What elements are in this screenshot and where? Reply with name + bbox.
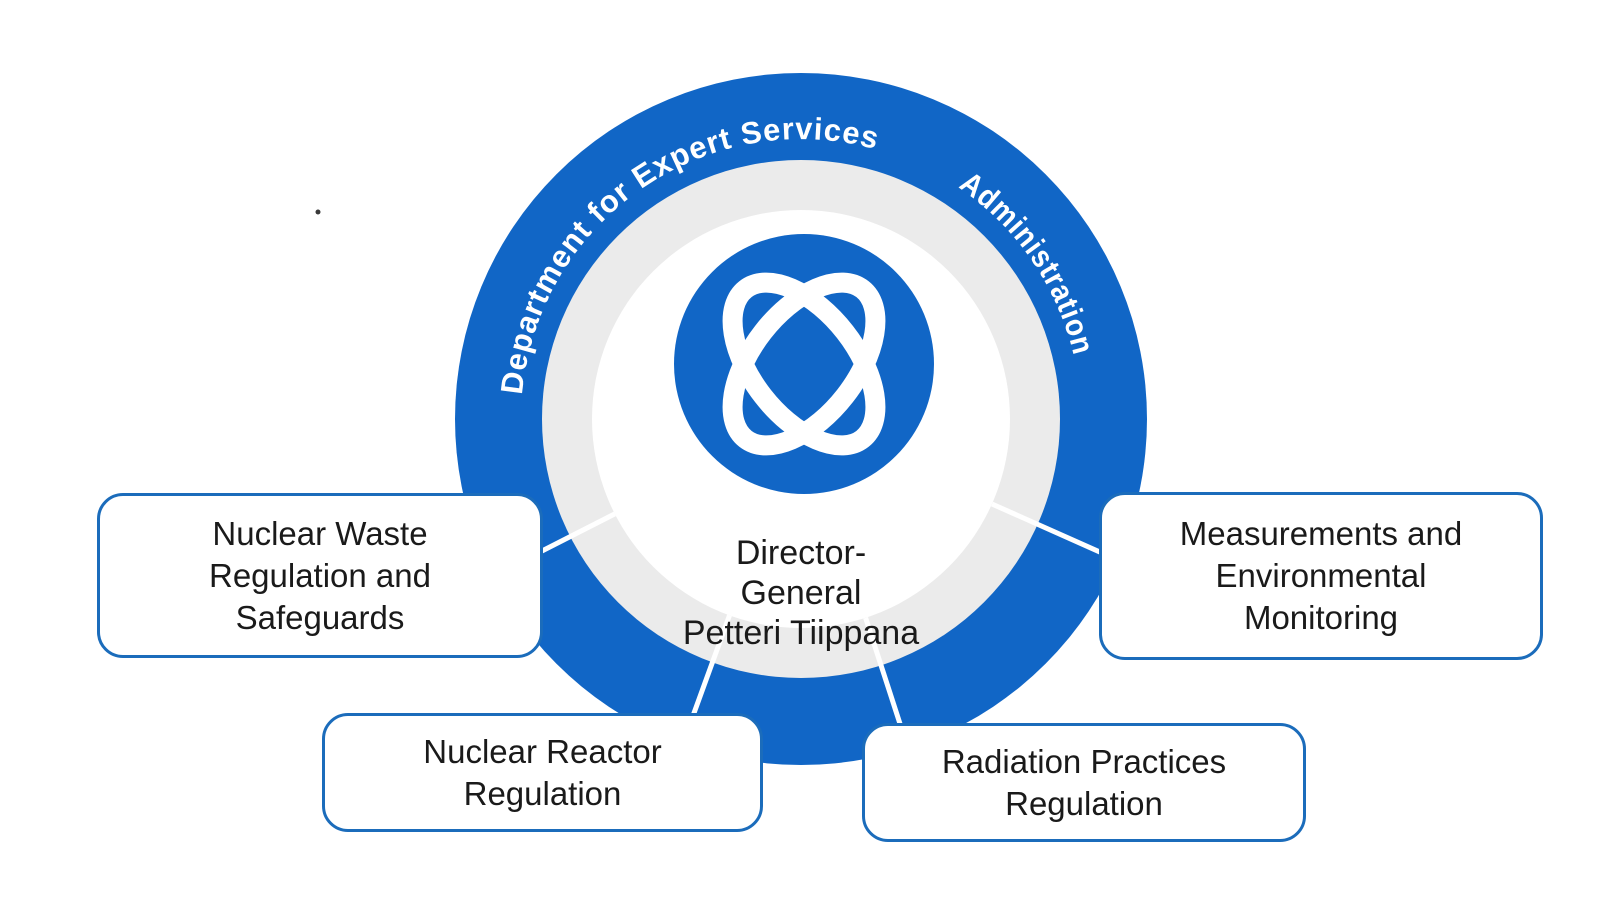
- director-general-title: Director- General Petteri Tiippana: [551, 513, 1051, 673]
- box-radiation-practices-regulation: Radiation Practices Regulation: [862, 723, 1306, 842]
- logo-circle: [674, 234, 934, 494]
- box-nuclear-waste-regulation-label: Nuclear Waste Regulation and Safeguards: [208, 514, 431, 636]
- box-radiation-practices-regulation-label: Radiation Practices Regulation: [941, 742, 1227, 822]
- box-nuclear-reactor-regulation: Nuclear Reactor Regulation: [322, 713, 763, 832]
- box-measurements-environmental: Measurements and Environmental Monitorin…: [1099, 492, 1543, 660]
- box-nuclear-reactor-regulation-label: Nuclear Reactor Regulation: [423, 732, 662, 812]
- divider-line-right: [990, 501, 1119, 562]
- box-measurements-environmental-label: Measurements and Environmental Monitorin…: [1179, 515, 1463, 636]
- director-general-label: Director- General Petteri Tiippana: [682, 534, 920, 652]
- stuk-logo-icon: [674, 234, 934, 494]
- stray-dot: [315, 209, 321, 215]
- box-nuclear-waste-regulation: Nuclear Waste Regulation and Safeguards: [97, 493, 543, 658]
- logo-ellipse-left: [722, 272, 886, 456]
- logo-ellipse-right: [722, 272, 886, 456]
